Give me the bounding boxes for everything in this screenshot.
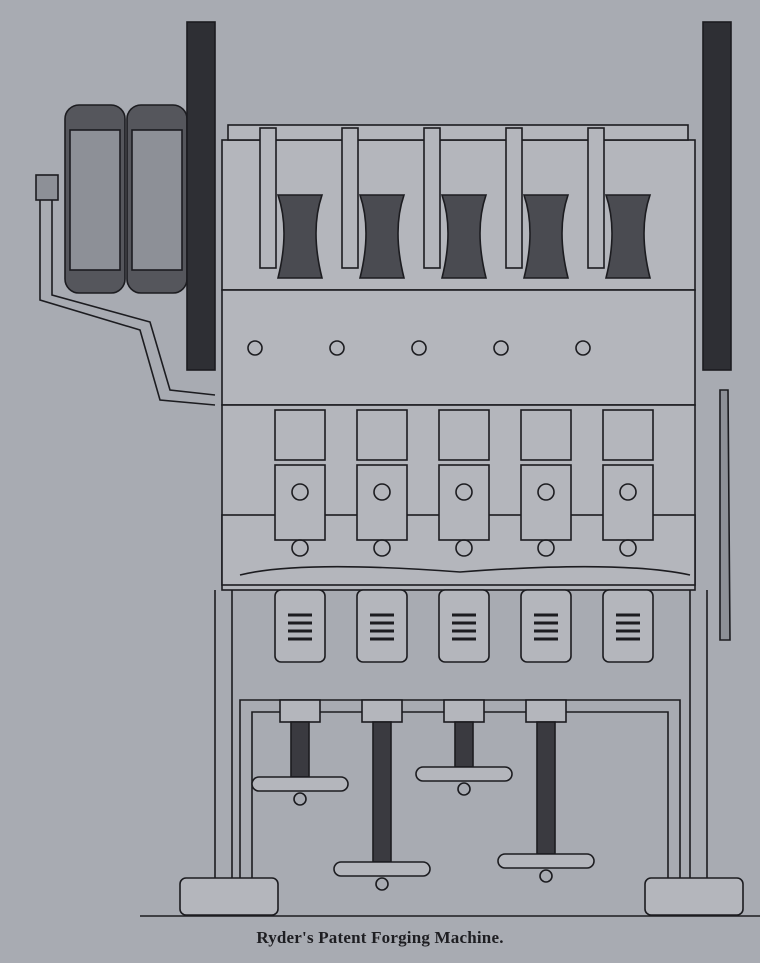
handwheel xyxy=(251,776,349,792)
punch-pivot xyxy=(537,539,555,557)
bolt-head xyxy=(247,340,263,356)
handwheel xyxy=(415,766,513,782)
punch-block xyxy=(602,464,654,541)
punch-bolt xyxy=(373,483,391,501)
screw-thread xyxy=(372,721,392,863)
adjusting-screw xyxy=(333,699,431,891)
spring-housing xyxy=(438,589,490,663)
spring-housing xyxy=(274,589,326,663)
screw-nut xyxy=(443,699,485,723)
guide-bolt xyxy=(587,127,605,269)
screw-tip xyxy=(293,792,307,806)
die-cavity xyxy=(276,194,324,279)
hand-lever xyxy=(719,389,731,641)
punch-slot xyxy=(274,409,326,461)
bolt-head xyxy=(411,340,427,356)
right-leg xyxy=(689,590,708,880)
punch-pivot xyxy=(455,539,473,557)
die-column xyxy=(493,127,572,663)
die-column xyxy=(411,127,490,663)
guide-bolt xyxy=(423,127,441,269)
die-cavity xyxy=(522,194,570,279)
die-column xyxy=(329,127,408,663)
right-gear-wheel xyxy=(702,21,732,371)
screw-tip xyxy=(457,782,471,796)
guide-bolt xyxy=(259,127,277,269)
figure-caption: Ryder's Patent Forging Machine. xyxy=(256,928,504,947)
punch-block xyxy=(438,464,490,541)
adjusting-screw xyxy=(251,699,349,806)
die-cavity xyxy=(440,194,488,279)
adjusting-screw xyxy=(497,699,595,883)
die-column xyxy=(575,127,654,663)
adjusting-screw xyxy=(415,699,513,796)
punch-slot xyxy=(356,409,408,461)
crank-rod xyxy=(39,180,216,406)
bolt-head xyxy=(329,340,345,356)
die-cavity xyxy=(358,194,406,279)
left-leg xyxy=(214,590,233,880)
punch-pivot xyxy=(619,539,637,557)
bolt-head xyxy=(493,340,509,356)
spring-housing xyxy=(602,589,654,663)
spring-housing xyxy=(356,589,408,663)
guide-bolt xyxy=(505,127,523,269)
punch-pivot xyxy=(291,539,309,557)
middle-block xyxy=(221,289,696,406)
left-foot xyxy=(179,877,279,916)
screw-thread xyxy=(290,721,310,778)
punch-bolt xyxy=(291,483,309,501)
screw-thread xyxy=(536,721,556,855)
punch-block xyxy=(274,464,326,541)
punch-block xyxy=(356,464,408,541)
punch-block xyxy=(520,464,572,541)
punch-slot xyxy=(438,409,490,461)
punch-bolt xyxy=(537,483,555,501)
bolt-head xyxy=(575,340,591,356)
screw-nut xyxy=(525,699,567,723)
screw-tip xyxy=(539,869,553,883)
punch-slot xyxy=(602,409,654,461)
handwheel xyxy=(333,861,431,877)
handwheel xyxy=(497,853,595,869)
spring-housing xyxy=(520,589,572,663)
punch-bolt xyxy=(455,483,473,501)
guide-bolt xyxy=(341,127,359,269)
right-foot xyxy=(644,877,744,916)
punch-slot xyxy=(520,409,572,461)
screw-nut xyxy=(279,699,321,723)
die-cavity xyxy=(604,194,652,279)
left-gear-wheel xyxy=(186,21,216,371)
die-column xyxy=(247,127,326,663)
punch-pivot xyxy=(373,539,391,557)
punch-bolt xyxy=(619,483,637,501)
screw-tip xyxy=(375,877,389,891)
screw-thread xyxy=(454,721,474,768)
screw-nut xyxy=(361,699,403,723)
drive-pulleys xyxy=(64,104,188,294)
